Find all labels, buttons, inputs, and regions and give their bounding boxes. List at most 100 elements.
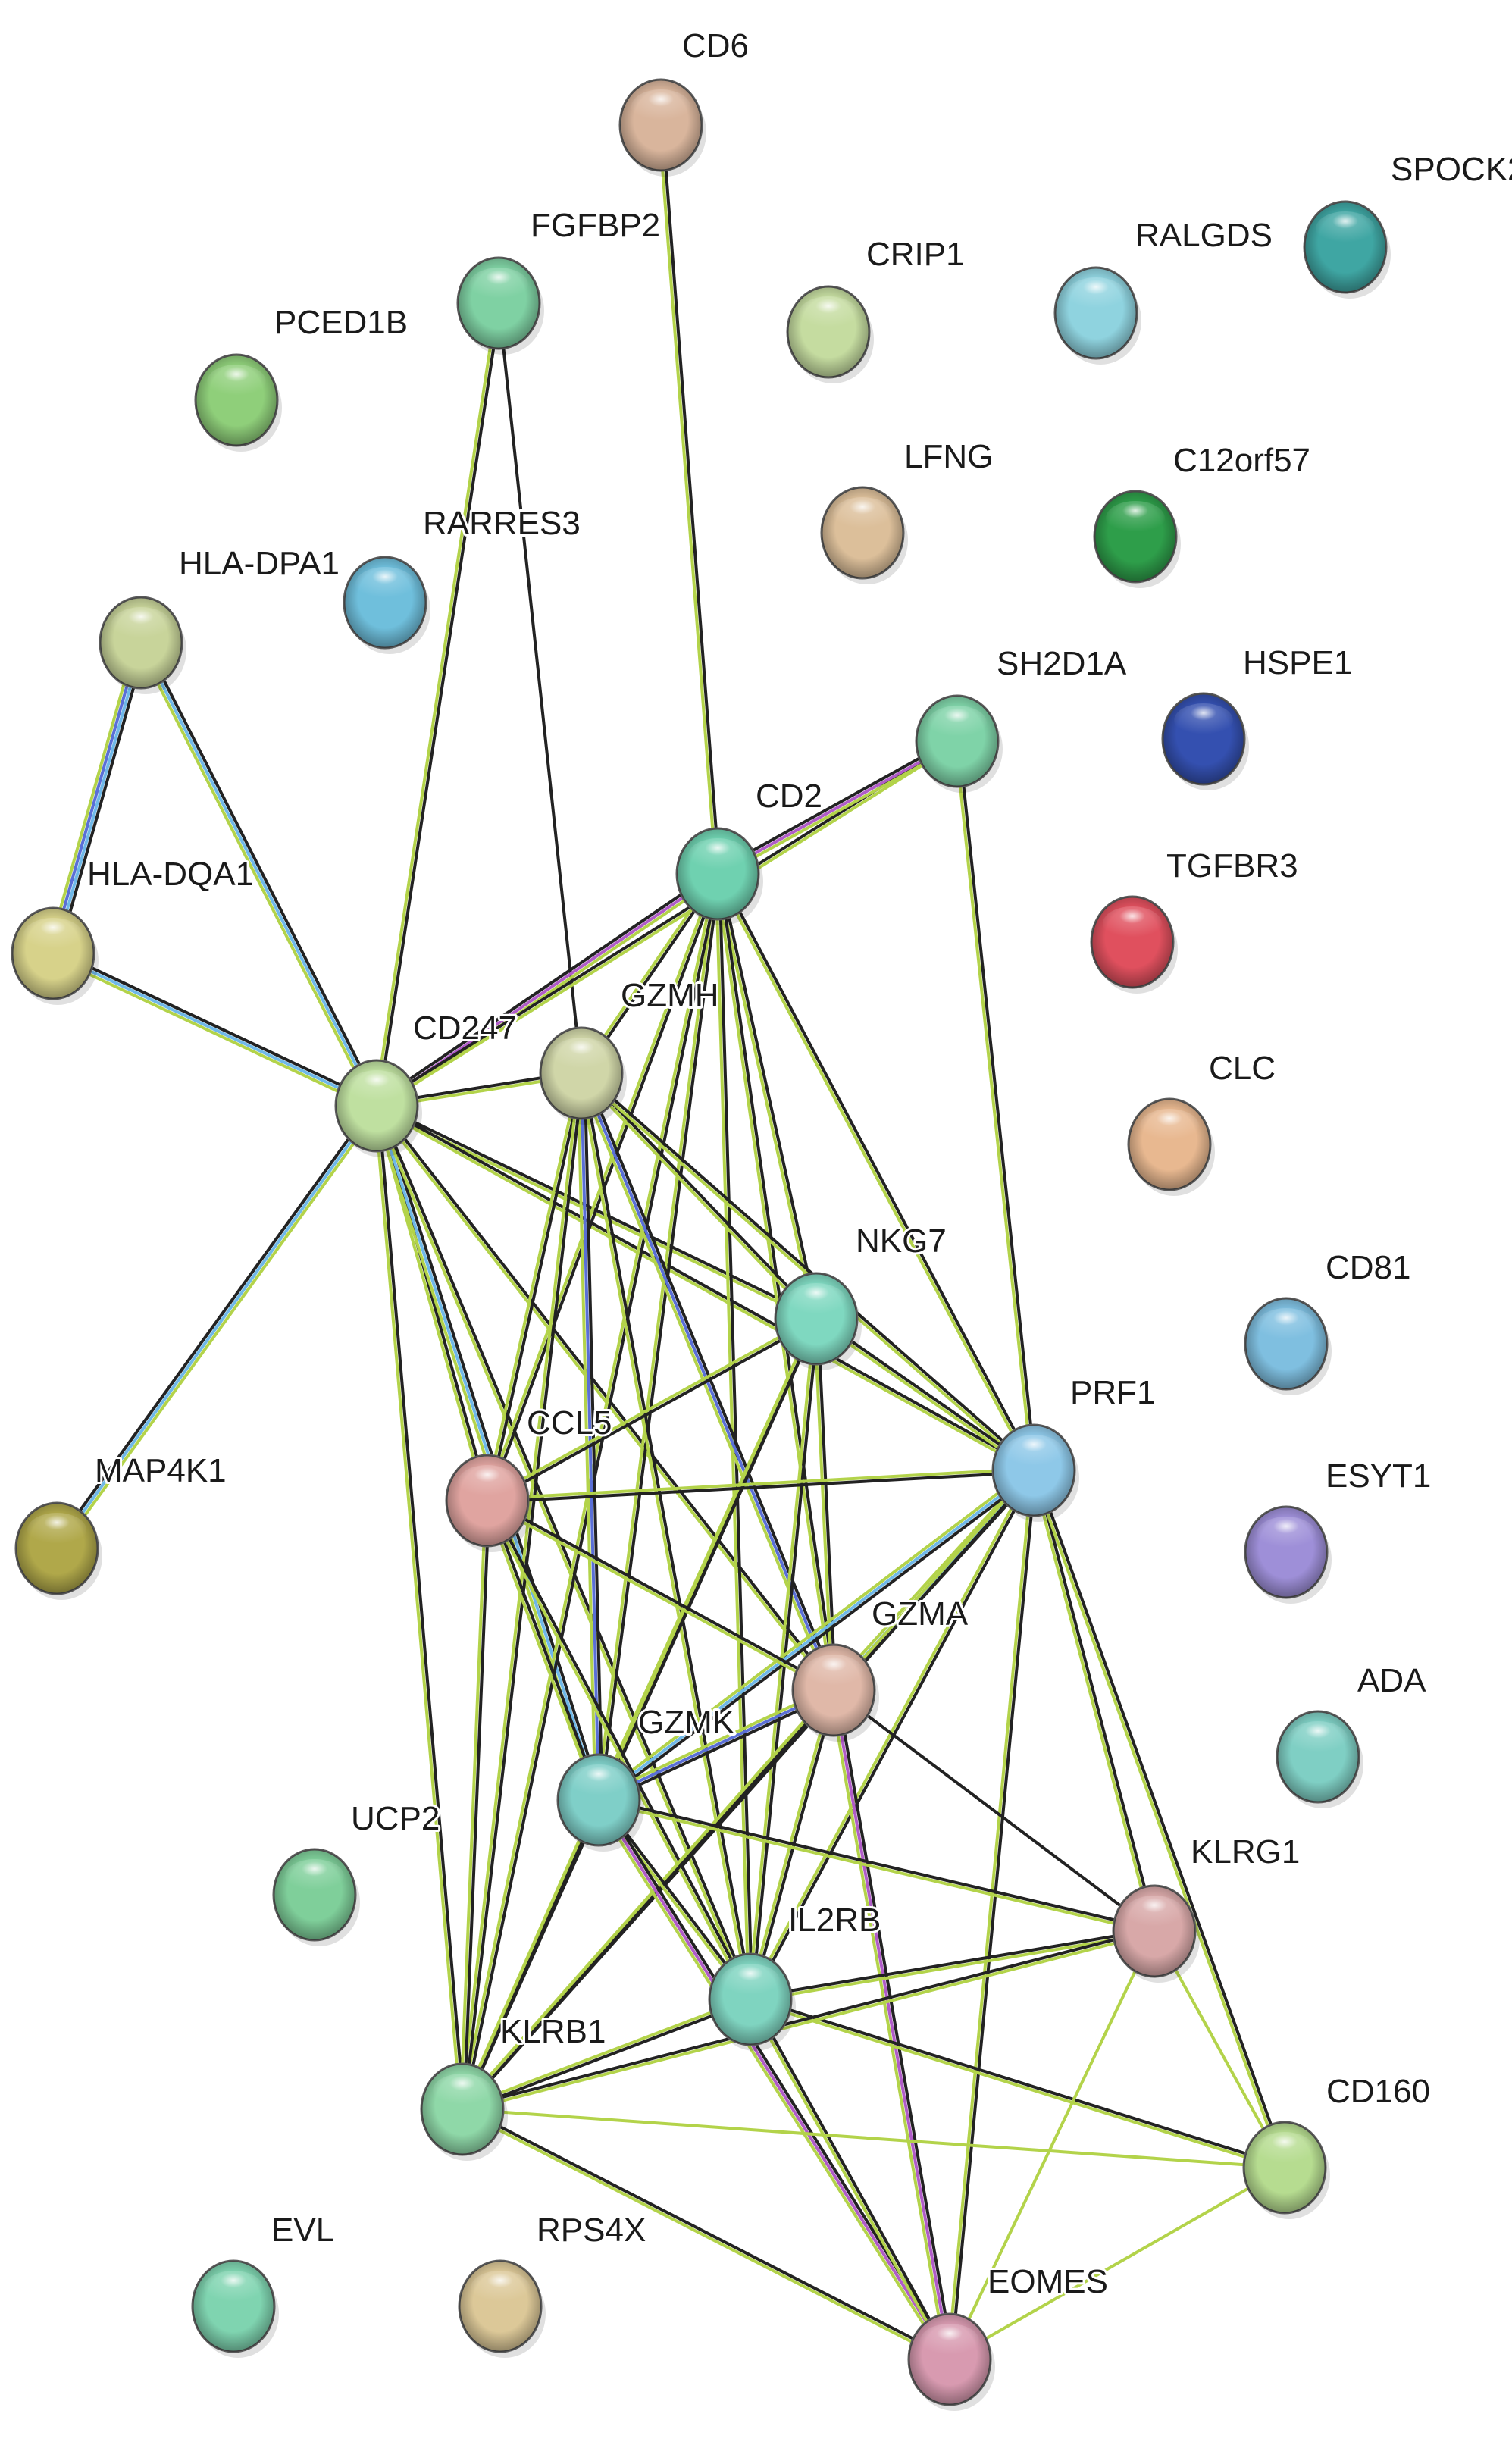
node-label-map4k1: MAP4K1 [95,1452,227,1489]
node-map4k1[interactable]: MAP4K1 [14,1450,229,1600]
node-hla-dqa1[interactable]: HLA-DQA1 [11,853,256,1005]
node-label-hspe1: HSPE1 [1243,644,1352,681]
edge-strand-black [597,1796,1157,1931]
node-label-lfng: LFNG [904,438,993,475]
edge-strand-olive [484,1500,751,2002]
node-highlight [469,268,528,302]
node-ralgds[interactable]: RALGDS [1053,214,1275,365]
node-label-c12orf57: C12orf57 [1173,442,1310,479]
edge-strand-olive [813,1318,1035,1473]
edge-strand-black [599,1471,1038,1805]
node-label-eomes: EOMES [988,2263,1108,2300]
edge-strand-black [748,1927,1156,1999]
node-clc[interactable]: CLC [1127,1047,1278,1196]
edge-strand-black [373,869,718,1105]
node-cd160[interactable]: CD160 [1242,2071,1432,2219]
edge-strand-black [376,1103,1037,1471]
node-highlight [799,296,858,331]
node-rps4x[interactable]: RPS4X [458,2209,648,2358]
node-lfng[interactable]: LFNG [820,436,995,584]
node-ada[interactable]: ADA [1276,1660,1429,1808]
edge-strand-black [487,1318,819,1504]
edge-strand-lightblue [55,1104,378,1550]
node-cd81[interactable]: CD81 [1244,1247,1413,1395]
edge-strand-olive [748,1999,1286,2171]
edge-strand-black [497,302,583,1075]
edge-strand-black [142,639,382,1106]
node-cd247[interactable]: CD247 [334,1007,519,1157]
node-ccl5[interactable]: CCL5 [445,1402,615,1552]
node-highlight [1106,501,1165,536]
node-c12orf57[interactable]: C12orf57 [1093,440,1313,588]
edge-strand-olive [485,1467,1035,1501]
edge-prf1-gzmk [595,1466,1038,1805]
edge-gzmh-ccl5 [484,1071,585,1503]
node-sh2d1a[interactable]: SH2D1A [915,643,1129,793]
edge-strand-black [377,1104,466,2111]
node-highlight [471,2271,530,2306]
edge-strand-black [462,1799,603,2112]
edge-strand-olive [373,1104,750,2002]
edge-strand-olive [374,1105,834,1693]
node-label-ucp2: UCP2 [351,1800,440,1837]
edge-gzmh-prf1 [578,1070,1037,1473]
node-label-hla-dqa1: HLA-DQA1 [87,856,254,893]
edge-gzmh-gzmk [576,1071,604,1802]
edge-ccl5-klrb1 [459,1498,491,2112]
edge-strand-olive [946,1468,1034,2361]
node-label-cd160: CD160 [1326,2073,1430,2110]
node-gzmk[interactable]: GZMK [556,1701,737,1852]
node-nkg7[interactable]: NKG7 [774,1220,949,1370]
edge-strand-black [835,1688,955,2361]
node-ucp2[interactable]: UCP2 [272,1798,442,1946]
node-hspe1[interactable]: HSPE1 [1161,642,1354,790]
node-label-crip1: CRIP1 [866,236,965,273]
edge-strand-olive [749,1931,1157,2003]
edge-strand-olive [576,1072,597,1802]
node-label-ralgds: RALGDS [1135,217,1273,254]
edge-strand-olive [953,740,1034,1473]
edge-strand-black [581,1070,819,1320]
edge-strand-black [832,1689,1156,1933]
node-cd6[interactable]: CD6 [618,25,751,177]
node-hla-dpa1[interactable]: HLA-DPA1 [99,543,342,694]
edge-klrg1-eomes [948,1930,1156,2361]
node-klrg1[interactable]: KLRG1 [1112,1831,1302,1983]
edge-strand-black [487,1072,585,1503]
edge-nkg7-prf1 [813,1316,1037,1473]
node-label-il2rb: IL2RB [788,1902,881,1939]
edge-strand-olive [58,1106,381,1552]
node-spock2[interactable]: SPOCK2 [1303,149,1512,299]
edge-strand-olive [459,1498,487,2111]
edge-strand-lightblue [139,641,378,1107]
node-il2rb[interactable]: IL2RB [708,1899,883,2051]
node-esyt1[interactable]: ESYT1 [1244,1455,1433,1604]
node-tgfbr3[interactable]: TGFBR3 [1090,845,1301,994]
edge-strand-olive [714,872,816,1321]
node-eomes[interactable]: EOMES [907,2261,1110,2411]
edge-strand-olive [948,2166,1286,2361]
node-gzma[interactable]: GZMA [791,1593,971,1742]
edge-il2rb-eomes [747,1996,953,2362]
node-label-prf1: PRF1 [1070,1374,1155,1411]
node-rarres3[interactable]: RARRES3 [343,502,583,654]
node-crip1[interactable]: CRIP1 [786,233,967,383]
node-cd2[interactable]: CD2 [675,775,825,925]
node-klrb1[interactable]: KLRB1 [420,2011,608,2161]
node-label-cd6: CD6 [682,27,749,64]
node-prf1[interactable]: PRF1 [991,1372,1157,1522]
edge-gzmh-il2rb [578,1071,754,2002]
node-gzmh[interactable]: GZMH [539,975,722,1125]
node-fgfbp2[interactable]: FGFBP2 [456,205,662,355]
node-pced1b[interactable]: PCED1B [194,302,410,452]
edges-layer [46,123,1288,2363]
edge-strand-purple [716,740,959,875]
node-highlight [111,607,171,642]
node-label-ada: ADA [1357,1662,1426,1699]
edge-strand-blue [597,1689,835,1802]
node-evl[interactable]: EVL [191,2209,337,2358]
edge-cd2-sh2d1a [714,737,961,878]
node-highlight [285,1859,344,1894]
node-highlight [204,2271,263,2306]
node-highlight [688,838,747,873]
